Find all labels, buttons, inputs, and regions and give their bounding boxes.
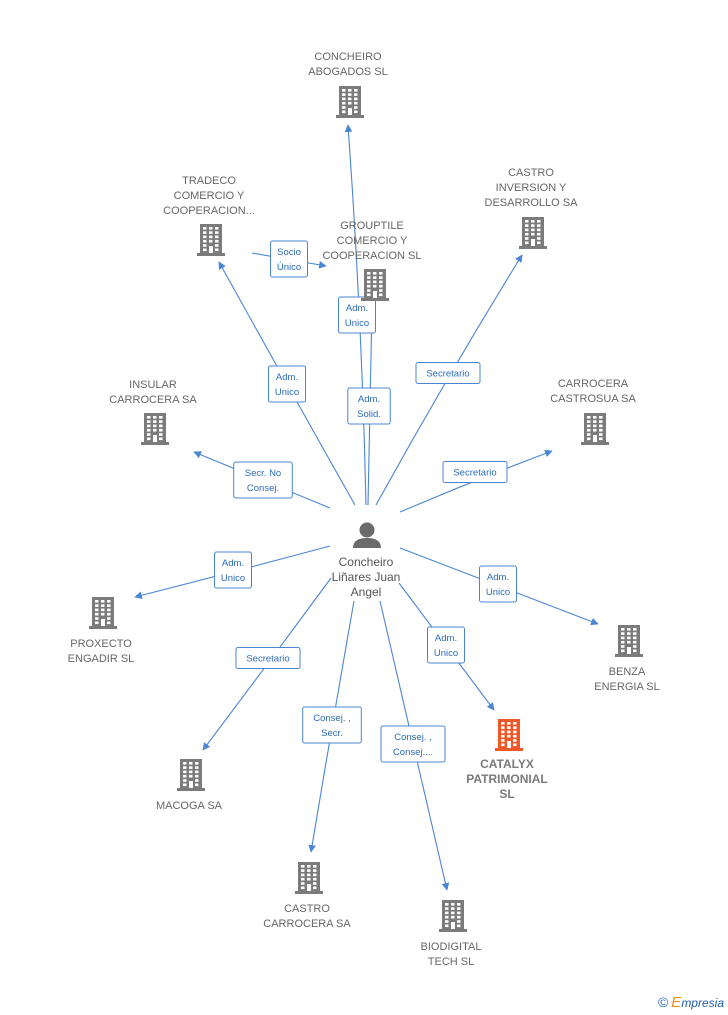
person-to-castro_carr-role-text: Secr.: [321, 728, 343, 739]
building-icon: [361, 269, 389, 301]
copyright-icon: ©: [657, 994, 669, 1010]
building-icon: [439, 900, 467, 932]
person-to-catalyx-role-text: Adm.: [435, 633, 457, 644]
company-name-line: COOPERACION SL: [322, 250, 421, 262]
person-to-macoga-role-badge[interactable]: Secretario: [235, 647, 301, 669]
building-icon: [581, 413, 609, 445]
center-person[interactable]: Concheiro Liñares Juan Angel: [332, 522, 401, 600]
person-to-castrosua-role-text: Secretario: [453, 468, 496, 479]
person-to-grouptile-role-badge[interactable]: Adm. Solid.: [347, 387, 391, 425]
person-to-tradeco-role-text: Unico: [275, 387, 299, 398]
nodes-layer: CONCHEIRO ABOGADOS SL TRADECO COMERCIO Y COO…: [68, 51, 660, 968]
company-name-line: COMERCIO Y: [337, 235, 408, 247]
company-name-line: CARROCERA SA: [263, 918, 351, 930]
building-icon: [197, 224, 225, 256]
company-node-grouptile[interactable]: GROUPTILE COMERCIO Y COOPERACION SL: [322, 220, 422, 301]
person-to-grouptile-role-text: Solid.: [357, 409, 381, 420]
company-name-line: CASTRO: [508, 167, 554, 179]
building-icon: [519, 217, 547, 249]
company-node-castro_carr[interactable]: CASTRO CARROCERA SA: [263, 862, 351, 930]
person-to-tradeco-role-badge[interactable]: Adm. Unico: [268, 365, 306, 403]
company-name-line: TRADECO: [182, 175, 236, 187]
person-to-catalyx-role-text: Unico: [434, 648, 458, 659]
person-to-catalyx-role-badge[interactable]: Adm. Unico: [427, 626, 465, 664]
person-name-line-3: Angel: [351, 585, 382, 599]
person-to-biodigital-role-text: Consej. ,: [394, 732, 432, 743]
company-name-line: GROUPTILE: [340, 220, 404, 232]
company-name-line: ENERGIA SL: [594, 681, 659, 693]
company-node-proxecto[interactable]: PROXECTO ENGADIR SL: [68, 597, 135, 665]
company-node-benza[interactable]: BENZA ENERGIA SL: [594, 625, 660, 693]
person-to-proxecto-role-text: Unico: [221, 573, 245, 584]
person-to-benza-role-text: Adm.: [487, 572, 509, 583]
person-to-castro_inv-role-badge[interactable]: Secretario: [415, 362, 481, 384]
building-icon: [177, 759, 205, 791]
company-name-line: CATALYX: [480, 757, 534, 771]
company-name-line: BIODIGITAL: [421, 941, 482, 953]
person-icon: [353, 522, 381, 548]
copyright-footer: ©Empresia: [658, 994, 724, 1011]
brand-logo-initial: E: [671, 994, 682, 1011]
person-to-castro_inv-role-text: Secretario: [426, 369, 469, 380]
person-to-castrosua-role-badge[interactable]: Secretario: [442, 461, 508, 483]
company-name-line: BENZA: [609, 666, 646, 678]
person-to-concheiro-role-badge[interactable]: Adm. Unico: [338, 296, 376, 334]
company-name-line: INVERSION Y: [496, 182, 567, 194]
person-to-concheiro-role-text: Unico: [345, 318, 369, 329]
person-to-biodigital-role-badge[interactable]: Consej. , Consej....: [380, 725, 446, 763]
company-name-line: SL: [499, 787, 514, 801]
company-node-castrosua[interactable]: CARROCERA CASTROSUA SA: [550, 378, 636, 445]
company-name-line: PATRIMONIAL: [466, 772, 548, 786]
person-to-castro_carr-role-text: Consej. ,: [313, 713, 351, 724]
building-icon: [141, 413, 169, 445]
company-name-line: ABOGADOS SL: [308, 66, 387, 78]
company-node-concheiro[interactable]: CONCHEIRO ABOGADOS SL: [308, 51, 388, 118]
company-name-line: PROXECTO: [70, 638, 132, 650]
person-to-proxecto-role-text: Adm.: [222, 558, 244, 569]
company-name-line: CASTRO: [284, 903, 330, 915]
building-icon: [89, 597, 117, 629]
company-name-line: COOPERACION...: [163, 205, 255, 217]
badges-layer: Adm.UnicoAdm.UnicoAdm.Solid.SocioÚnicoSe…: [214, 240, 517, 763]
person-to-benza-role-badge[interactable]: Adm. Unico: [479, 565, 517, 603]
person-to-tradeco-role-text: Adm.: [276, 372, 298, 383]
person-to-insular-role-text: Secr. No: [245, 468, 281, 479]
building-icon: [495, 719, 523, 751]
company-name-line: DESARROLLO SA: [485, 197, 579, 209]
person-to-benza-role-text: Unico: [486, 587, 510, 598]
company-name-line: CASTROSUA SA: [550, 393, 636, 405]
building-icon: [615, 625, 643, 657]
brand-name: mpresia: [681, 996, 724, 1010]
building-icon: [336, 86, 364, 118]
person-to-insular-role-text: Consej.: [247, 483, 279, 494]
company-name-line: TECH SL: [428, 956, 474, 968]
person-name-line-1: Concheiro: [339, 555, 394, 569]
company-name-line: CONCHEIRO: [314, 51, 382, 63]
person-to-proxecto-role-badge[interactable]: Adm. Unico: [214, 551, 252, 589]
company-name-line: INSULAR: [129, 379, 177, 391]
person-to-concheiro-role-text: Adm.: [346, 303, 368, 314]
company-name-line: MACOGA SA: [156, 800, 223, 812]
company-node-insular[interactable]: INSULAR CARROCERA SA: [109, 379, 197, 445]
person-name-line-2: Liñares Juan: [332, 570, 401, 584]
company-name-line: CARROCERA: [558, 378, 629, 390]
company-name-line: COMERCIO Y: [174, 190, 245, 202]
company-node-biodigital[interactable]: BIODIGITAL TECH SL: [421, 900, 482, 968]
tradeco-to-grouptile-role-text: Único: [277, 262, 301, 273]
person-to-insular-role-badge[interactable]: Secr. No Consej.: [233, 461, 293, 499]
company-node-tradeco[interactable]: TRADECO COMERCIO Y COOPERACION...: [163, 175, 255, 256]
company-name-line: ENGADIR SL: [68, 653, 135, 665]
person-to-macoga-role-text: Secretario: [246, 654, 289, 665]
company-node-castro_inv[interactable]: CASTRO INVERSION Y DESARROLLO SA: [485, 167, 579, 249]
person-to-grouptile-role-text: Adm.: [358, 394, 380, 405]
person-to-biodigital-role-text: Consej....: [393, 747, 433, 758]
tradeco-to-grouptile-role-text: Socio: [277, 247, 301, 258]
company-name-line: CARROCERA SA: [109, 394, 197, 406]
person-to-castro_carr-role-badge[interactable]: Consej. , Secr.: [302, 706, 362, 744]
building-icon: [295, 862, 323, 894]
company-node-macoga[interactable]: MACOGA SA: [156, 759, 223, 812]
